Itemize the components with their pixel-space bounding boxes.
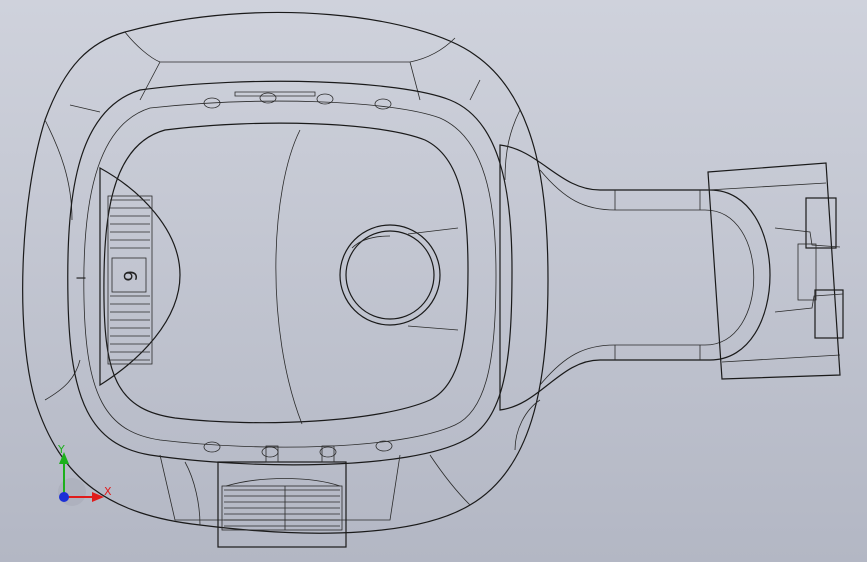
rim bbox=[67, 80, 513, 466]
rim-notches-top bbox=[203, 91, 392, 110]
z-axis-dot bbox=[59, 492, 69, 502]
embossed-tick: I bbox=[74, 276, 88, 280]
x-axis-arrow bbox=[92, 492, 104, 502]
ribbed-window: 6 I bbox=[74, 166, 181, 387]
x-axis-label: X bbox=[104, 485, 112, 498]
front-tab bbox=[159, 445, 401, 548]
dial-knob bbox=[339, 224, 441, 326]
y-axis-label: Y bbox=[57, 443, 65, 456]
connector-block bbox=[707, 162, 844, 380]
axis-triad: Y X bbox=[57, 443, 112, 506]
outer-shell bbox=[22, 11, 549, 534]
y-axis-arrow bbox=[59, 452, 69, 464]
rib-lines bbox=[110, 199, 150, 361]
tab-rib-lines bbox=[224, 489, 340, 527]
embossed-digit: 6 bbox=[119, 270, 140, 281]
handle-arm bbox=[499, 144, 771, 411]
top-face bbox=[103, 122, 469, 425]
rim-notches-bottom bbox=[203, 440, 393, 458]
